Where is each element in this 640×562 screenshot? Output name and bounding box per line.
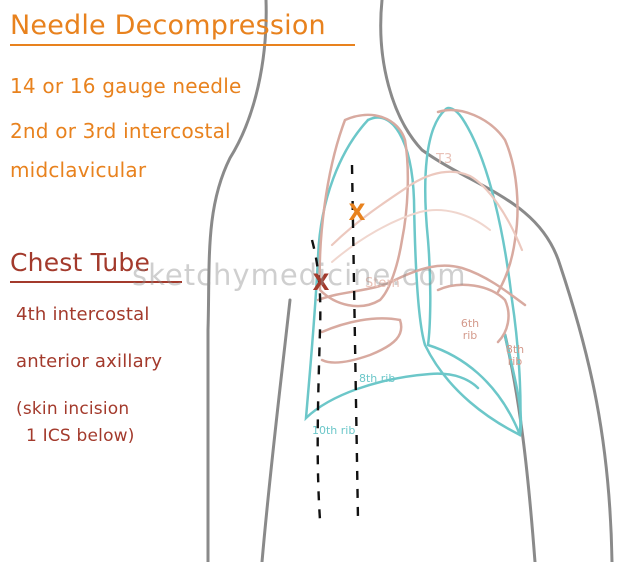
- needle-location-text: 2nd or 3rd intercostal: [10, 119, 231, 143]
- rib-label-8th-left: 8th rib: [503, 344, 527, 368]
- rib-label-6th: 6th rib: [457, 318, 483, 342]
- chest-tube-incision-text: (skin incision: [16, 399, 129, 419]
- t3-label: T3: [436, 152, 452, 167]
- title-underline: [10, 44, 355, 46]
- needle-decompression-title: Needle Decompression: [10, 10, 326, 41]
- rib-outline: [322, 318, 401, 362]
- needle-gauge-text: 14 or 16 gauge needle: [10, 74, 241, 98]
- rib-label-10th: 10th rib: [312, 424, 355, 437]
- needle-insertion-marker: X: [349, 201, 366, 226]
- arm-outline: [262, 300, 290, 562]
- watermark: sketchymedicine.com: [132, 258, 467, 292]
- rib-label-8th-right: 8th rib: [359, 372, 395, 385]
- chest-tube-title: Chest Tube: [10, 248, 150, 277]
- chest-tube-incision-text: 1 ICS below): [26, 426, 135, 446]
- chest-tube-location-text: 4th intercostal: [16, 304, 150, 325]
- chest-tube-line-text: anterior axillary: [16, 351, 162, 372]
- needle-line-text: midclavicular: [10, 158, 146, 182]
